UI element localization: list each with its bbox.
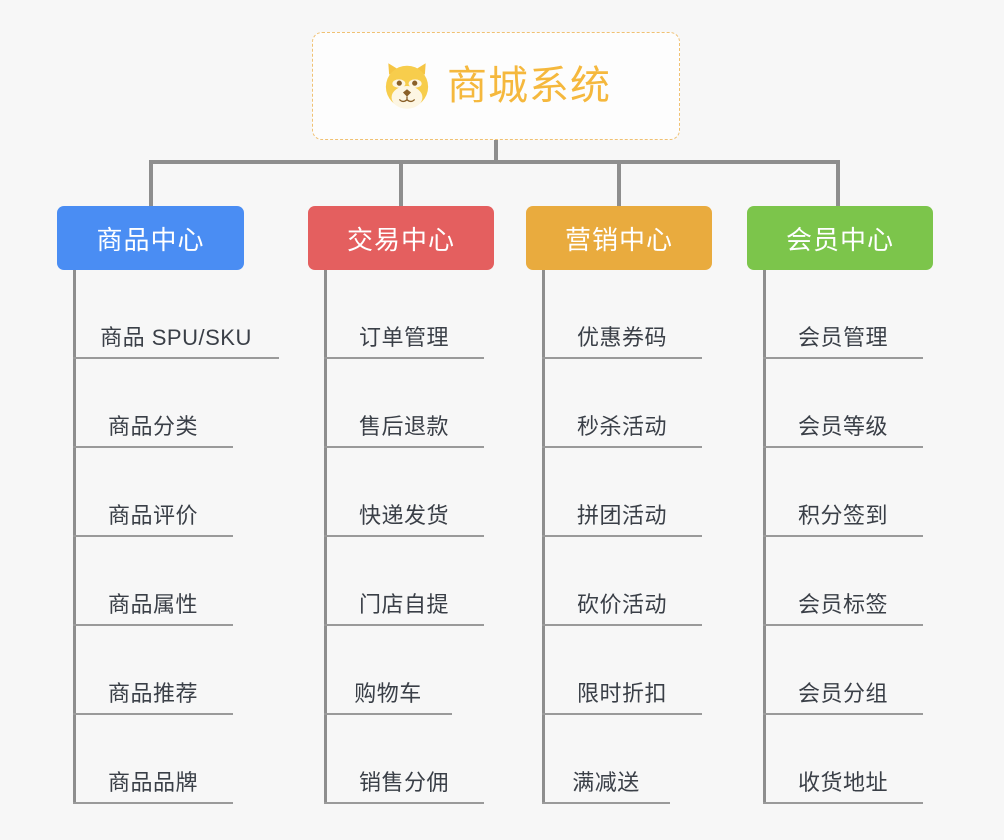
leaf-item[interactable]: 拼团活动: [542, 448, 702, 537]
leaf-item[interactable]: 商品评价: [73, 448, 233, 537]
leaf-label: 积分签到: [797, 503, 888, 528]
branch-spine-3: [542, 270, 545, 804]
category-header-4[interactable]: 会员中心: [747, 206, 933, 270]
category-label-1: 商品中心: [96, 224, 205, 255]
leaf-item[interactable]: 砍价活动: [542, 537, 702, 626]
leaf-label: 会员管理: [797, 325, 888, 350]
leaf-label: 销售分佣: [358, 770, 449, 795]
leaf-item[interactable]: 积分签到: [763, 448, 923, 537]
root-title: 商城系统: [447, 64, 611, 108]
category-label-2: 交易中心: [346, 224, 455, 255]
branch-spine-2: [324, 270, 327, 804]
leaf-label: 购物车: [354, 681, 422, 706]
leaf-label: 门店自提: [358, 592, 449, 617]
connector-horizontal-bus: [151, 160, 839, 164]
leaf-label: 秒杀活动: [576, 414, 667, 439]
connector-drop-3: [617, 160, 621, 208]
leaf-label: 会员分组: [797, 681, 888, 706]
branch-spine-1: [73, 270, 76, 804]
leaf-label: 商品 SPU/SKU: [100, 325, 252, 350]
leaf-item[interactable]: 满减送: [542, 715, 670, 804]
connector-drop-4: [836, 160, 840, 208]
dog-face-icon: [381, 60, 433, 112]
leaf-label: 会员标签: [797, 592, 888, 617]
leaf-item[interactable]: 会员分组: [763, 626, 923, 715]
leaf-item[interactable]: 会员标签: [763, 537, 923, 626]
category-label-3: 营销中心: [564, 224, 673, 255]
leaf-item[interactable]: 购物车: [324, 626, 452, 715]
leaf-item[interactable]: 会员等级: [763, 359, 923, 448]
leaf-label: 商品分类: [107, 414, 198, 439]
leaf-label: 快递发货: [358, 503, 449, 528]
category-header-1[interactable]: 商品中心: [57, 206, 244, 270]
connector-root-stem: [494, 140, 498, 162]
leaf-item[interactable]: 商品属性: [73, 537, 233, 626]
leaf-item[interactable]: 优惠券码: [542, 270, 702, 359]
leaf-label: 优惠券码: [576, 325, 667, 350]
leaf-item[interactable]: 商品推荐: [73, 626, 233, 715]
leaf-item[interactable]: 售后退款: [324, 359, 484, 448]
leaf-label: 订单管理: [358, 325, 449, 350]
leaf-item[interactable]: 商品分类: [73, 359, 233, 448]
leaf-label: 会员等级: [797, 414, 888, 439]
leaf-label: 收货地址: [797, 770, 888, 795]
leaf-label: 商品属性: [107, 592, 198, 617]
leaf-item[interactable]: 订单管理: [324, 270, 484, 359]
branch-spine-4: [763, 270, 766, 804]
connector-drop-2: [399, 160, 403, 208]
category-header-2[interactable]: 交易中心: [308, 206, 494, 270]
leaf-item[interactable]: 收货地址: [763, 715, 923, 804]
leaf-label: 砍价活动: [576, 592, 667, 617]
leaf-label: 限时折扣: [576, 681, 667, 706]
connector-drop-1: [149, 160, 153, 208]
leaf-item[interactable]: 限时折扣: [542, 626, 702, 715]
leaf-item[interactable]: 秒杀活动: [542, 359, 702, 448]
leaf-label: 售后退款: [358, 414, 449, 439]
leaf-item[interactable]: 会员管理: [763, 270, 923, 359]
leaf-label: 拼团活动: [576, 503, 667, 528]
leaf-item[interactable]: 销售分佣: [324, 715, 484, 804]
category-header-3[interactable]: 营销中心: [526, 206, 712, 270]
leaf-item[interactable]: 商品 SPU/SKU: [73, 270, 279, 359]
root-node[interactable]: 商城系统: [312, 32, 680, 140]
leaf-item[interactable]: 商品品牌: [73, 715, 233, 804]
leaf-label: 商品品牌: [107, 770, 198, 795]
category-label-4: 会员中心: [785, 224, 894, 255]
leaf-label: 满减送: [572, 770, 640, 795]
leaf-label: 商品评价: [107, 503, 198, 528]
leaf-label: 商品推荐: [107, 681, 198, 706]
leaf-item[interactable]: 快递发货: [324, 448, 484, 537]
leaf-item[interactable]: 门店自提: [324, 537, 484, 626]
